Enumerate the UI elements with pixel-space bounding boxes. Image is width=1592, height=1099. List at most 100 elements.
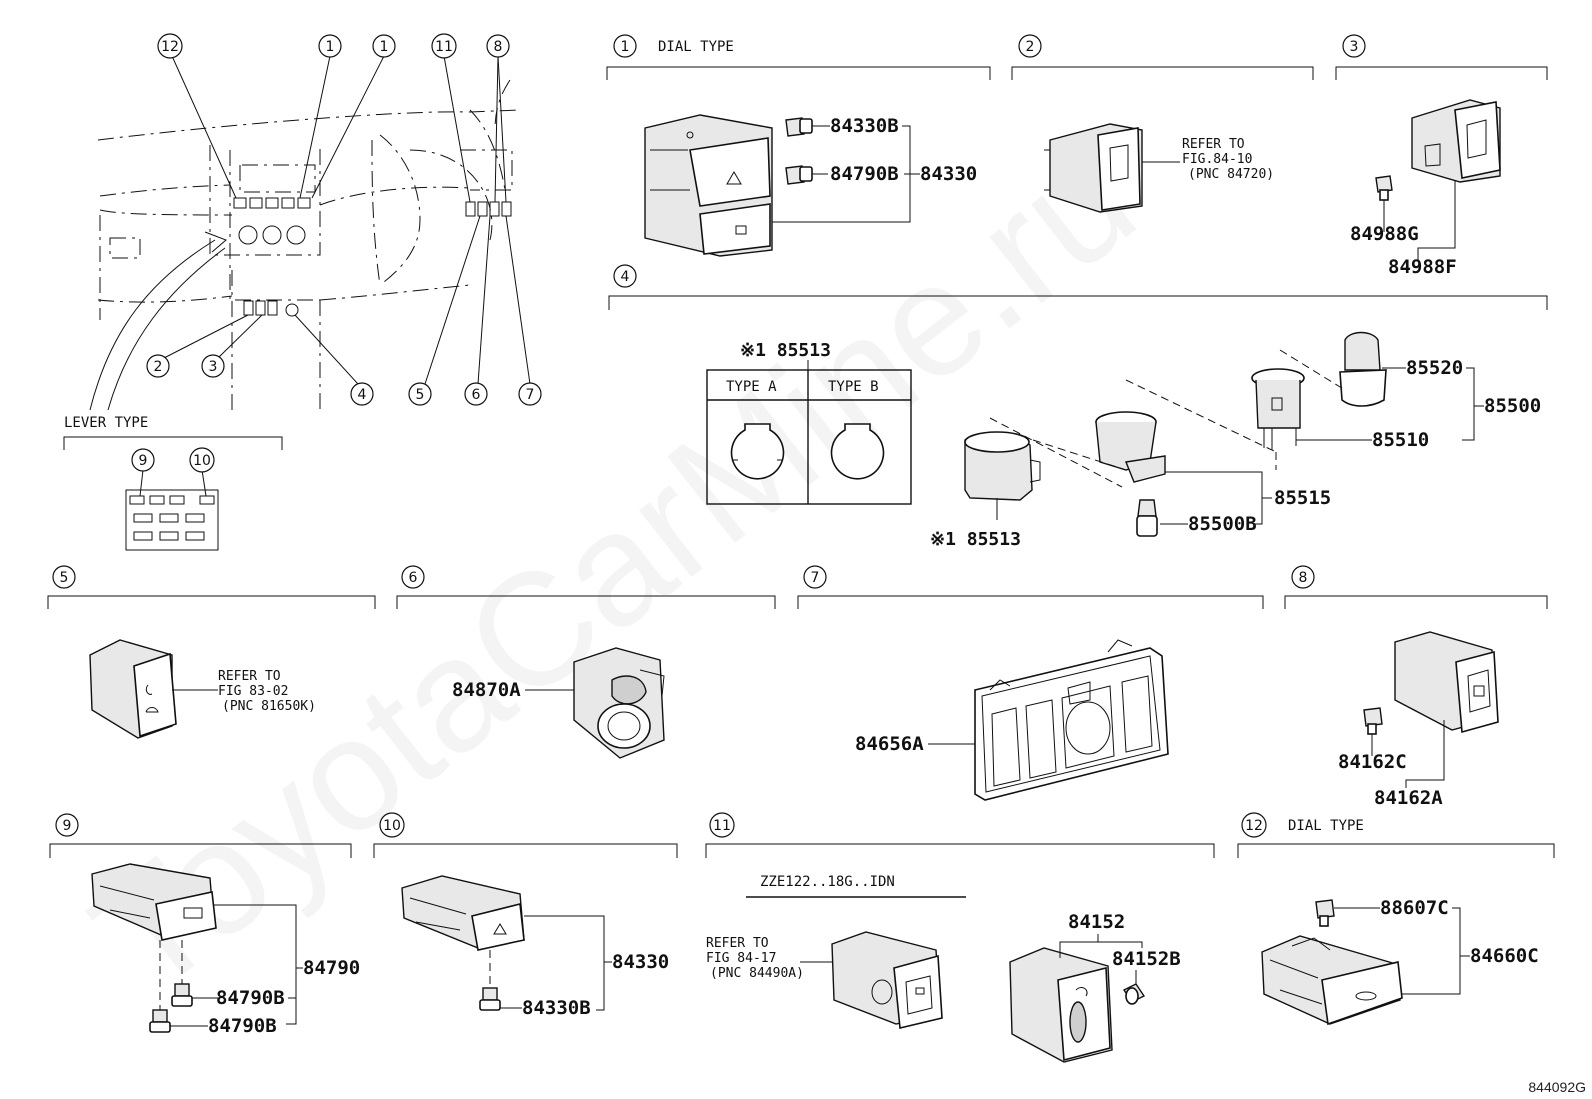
refer-line-1: REFER TO: [1182, 137, 1245, 152]
section-10: 10 84330 84330B: [373, 812, 678, 1019]
overview-callouts: 12 1 1 11 8 2 3 4 5 6 7: [146, 33, 542, 406]
section-6-number: 6: [409, 570, 418, 586]
section-12: 12 DIAL TYPE 88607C 84660C: [1237, 812, 1555, 1026]
part-number-84330-10: 84330: [612, 951, 669, 973]
callout-8: 8: [486, 34, 510, 58]
section-8: 8 84162C 84162A: [1284, 565, 1548, 809]
section-2-number: 2: [1026, 39, 1035, 55]
switch-84660c: [1261, 935, 1403, 1026]
bulb-84152b: [1122, 983, 1146, 1005]
part-number-84162a: 84162A: [1374, 787, 1443, 809]
part-number-85515: 85515: [1274, 487, 1331, 509]
bulb-84790b-a: [171, 983, 193, 1007]
switch-section-2: [1044, 123, 1143, 213]
section-12-caption: DIAL TYPE: [1288, 818, 1364, 834]
switch-section-3: [1411, 99, 1501, 183]
section-11: 11 ZZE122..18G..IDN REFER TO FIG 84-17 (…: [705, 812, 1215, 1063]
switch-section-5: [89, 639, 177, 739]
section-12-number: 12: [1245, 818, 1263, 834]
part-number-84988f: 84988F: [1388, 256, 1457, 278]
refer-line-3: (PNC 81650K): [222, 699, 316, 714]
section-9: 9 84790 84790B 84790B: [49, 813, 360, 1037]
callout-3: 3: [201, 354, 225, 378]
part-number-84790b-b: 84790B: [208, 1015, 277, 1037]
socket-85513: [964, 431, 1041, 520]
section-2: 2 REFER TO FIG.84-10 (PNC 84720): [1011, 34, 1314, 213]
callout-9: 9: [131, 448, 155, 472]
section-9-number: 9: [63, 818, 72, 834]
refer-line-2: FIG 83-02: [218, 684, 288, 699]
refer-line-1: REFER TO: [218, 669, 281, 684]
clip-type-b-icon: [830, 423, 885, 480]
section-1-caption: DIAL TYPE: [658, 39, 734, 55]
part-number-85510: 85510: [1372, 429, 1429, 451]
refer-line-3: (PNC 84490A): [710, 966, 804, 981]
part-number-84656a: 84656A: [855, 733, 924, 755]
holder-85515: [1095, 411, 1272, 499]
section-4-number: 4: [621, 269, 630, 285]
callout-12: 12: [157, 33, 183, 59]
callout-11: 11: [431, 33, 457, 59]
callout-1a: 1: [318, 34, 342, 58]
switch-section-11: [831, 931, 943, 1029]
figure-code: 844092G: [1528, 1079, 1586, 1095]
part-number-85520: 85520: [1406, 357, 1463, 379]
switch-84790: [91, 863, 217, 941]
part-number-85500b: 85500B: [1188, 513, 1257, 535]
refer-line-1: REFER TO: [706, 936, 769, 951]
section-10-number: 10: [383, 818, 401, 834]
part-number-88607c: 88607C: [1380, 897, 1449, 919]
part-number-84330b-10: 84330B: [522, 997, 591, 1019]
callout-9-label: 9: [139, 453, 148, 469]
section-6: 6 84870A: [396, 565, 776, 759]
part-number-84870a: 84870A: [452, 679, 521, 701]
section-11-caption: ZZE122..18G..IDN: [760, 874, 895, 890]
callout-4-label: 4: [358, 387, 367, 403]
callout-6: 6: [464, 382, 488, 406]
bulb-84790b-b: [149, 1009, 171, 1033]
callout-5: 5: [408, 382, 432, 406]
section-3: 3 84988G 84988F: [1335, 34, 1548, 278]
part-number-84660c: 84660C: [1470, 945, 1539, 967]
bulb-88607c: [1315, 899, 1335, 927]
section-4: 4 ※1 85513 TYPE A TYPE B ※1 8551: [608, 264, 1548, 550]
refer-line-2: FIG 84-17: [706, 951, 776, 966]
bulb-84162c: [1363, 707, 1383, 735]
part-number-84790: 84790: [303, 957, 360, 979]
callout-2-label: 2: [154, 359, 163, 375]
socket-85510: [1251, 368, 1305, 450]
callout-7: 7: [518, 382, 542, 406]
bulb-84790b: [785, 165, 813, 185]
mirror-switch-84870a: [573, 647, 665, 759]
part-number-84790b: 84790B: [830, 163, 899, 185]
callout-1b-label: 1: [380, 39, 389, 55]
callout-7-label: 7: [526, 387, 535, 403]
part-number-84152b: 84152B: [1112, 948, 1181, 970]
bulb-84988g: [1375, 175, 1393, 201]
part-number-84162c: 84162C: [1338, 751, 1407, 773]
callout-2: 2: [146, 354, 170, 378]
part-number-84330: 84330: [920, 163, 977, 185]
callout-10-label: 10: [193, 453, 211, 469]
part-number-85513: ※1 85513: [930, 529, 1021, 550]
part-number-85500: 85500: [1484, 395, 1541, 417]
part-number-84152: 84152: [1068, 911, 1125, 933]
type-b-label: TYPE B: [828, 379, 879, 395]
refer-line-3: (PNC 84720): [1188, 167, 1274, 182]
callout-11-label: 11: [435, 39, 453, 55]
section-7-number: 7: [811, 570, 820, 586]
section-1: 1 DIAL TYPE 84330B 84790B 84330: [606, 34, 991, 257]
refer-line-2: FIG.84-10: [1182, 152, 1252, 167]
switch-84330: [401, 875, 525, 951]
callout-1a-label: 1: [326, 39, 335, 55]
callout-10: 10: [189, 447, 215, 473]
part-number-84790b-a: 84790B: [216, 987, 285, 1009]
section-5: 5 REFER TO FIG 83-02 (PNC 81650K): [47, 565, 376, 739]
dimmer-switch-84152: [1009, 947, 1113, 1063]
dashboard-overview: 12 1 1 11 8 2 3 4 5 6 7: [89, 33, 542, 411]
section-5-number: 5: [60, 570, 69, 586]
switch-section-8: [1394, 631, 1499, 734]
lever-type-inset: LEVER TYPE 9 10: [63, 415, 283, 551]
callout-6-label: 6: [472, 387, 481, 403]
